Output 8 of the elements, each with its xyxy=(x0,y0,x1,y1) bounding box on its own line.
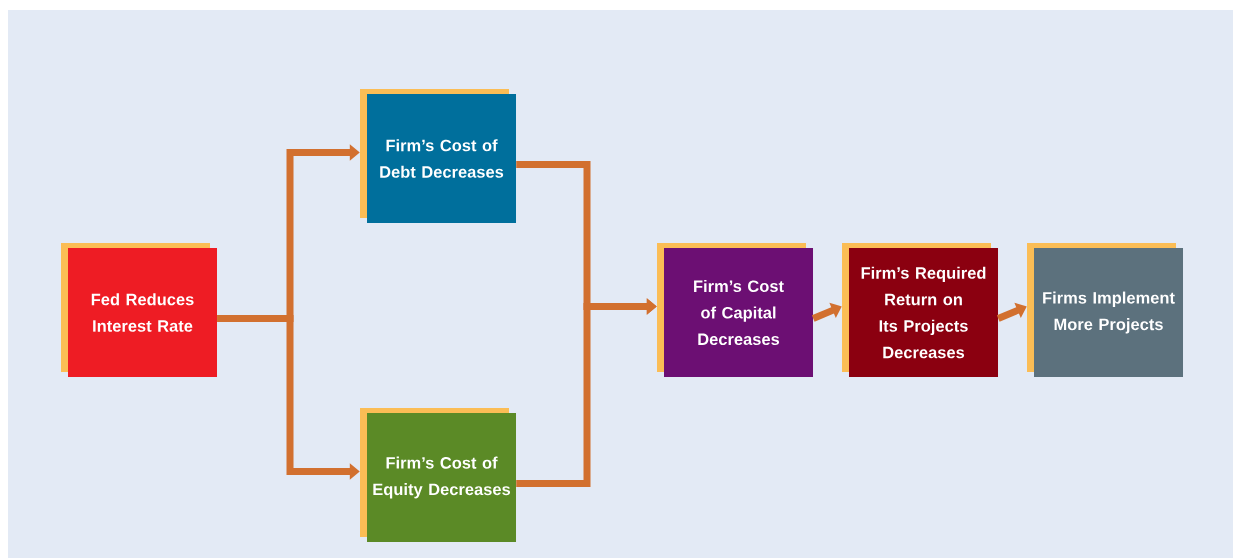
process-box: Firm’s Required Return on Its Projects Decreases xyxy=(842,243,998,377)
process-box: Firm’s Cost of Equity Decreases xyxy=(360,408,516,542)
arrow xyxy=(811,302,842,322)
process-box: Firm’s Cost of Debt Decreases xyxy=(360,89,516,223)
process-box: Firms Implement More Projects xyxy=(1027,243,1183,377)
process-box: Fed Reduces Interest Rate xyxy=(61,243,217,377)
process-box: Firm’s Cost of Capital Decreases xyxy=(657,243,813,377)
arrow xyxy=(996,302,1027,322)
